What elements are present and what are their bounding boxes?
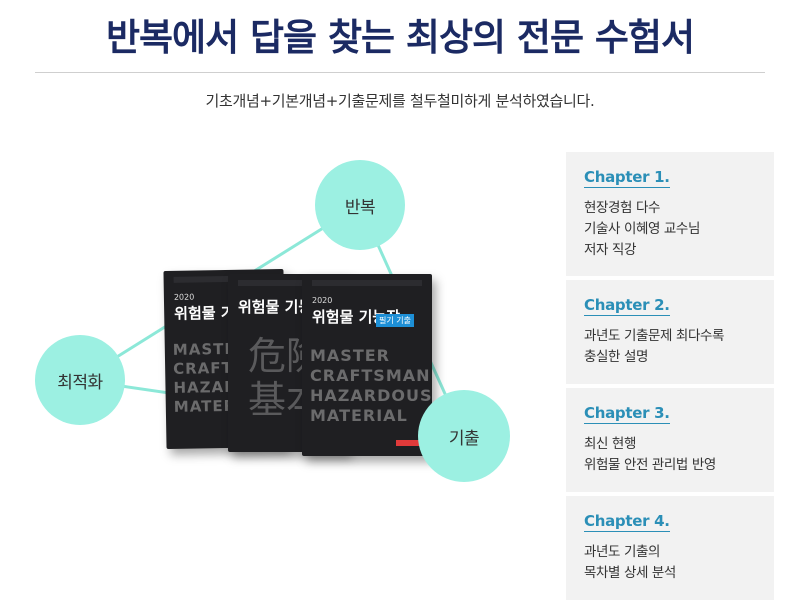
node-optimize-label: 최적화	[57, 372, 103, 393]
chapter-heading: Chapter 4.	[584, 512, 670, 532]
chapter-line: 기술사 이혜영 교수님	[584, 221, 700, 237]
chapter-body: 과년도 기출의 목차별 상세 분석	[584, 542, 756, 584]
page-subline: 기초개념+기본개념+기출문제를 철두철미하게 분석하였습니다.	[205, 92, 595, 110]
chapter-line: 현장경험 다수	[584, 200, 661, 216]
book-ribbon	[312, 280, 422, 286]
chapter-line: 과년도 기출문제 최다수록	[584, 328, 725, 344]
chapter-body: 현장경험 다수 기술사 이혜영 교수님 저자 직강	[584, 198, 756, 261]
chapter-card-2: Chapter 2. 과년도 기출문제 최다수록 충실한 설명	[566, 280, 774, 384]
chapter-line: 저자 직강	[584, 242, 636, 258]
chapter-heading: Chapter 1.	[584, 168, 670, 188]
book-edition: 2020	[173, 292, 195, 302]
page-headline: 반복에서 답을 찾는 최상의 전문 수험서	[105, 16, 695, 59]
node-exam: 기출	[418, 390, 510, 482]
divider	[35, 72, 765, 73]
chapter-card-3: Chapter 3. 최신 현행 위험물 안전 관리법 반영	[566, 388, 774, 492]
book-cover-text-3: HAZARDOUS	[310, 386, 432, 405]
book-cover-text-4: MATERIAL	[310, 406, 408, 425]
node-optimize: 최적화	[35, 335, 125, 425]
chapter-line: 최신 현행	[584, 436, 636, 452]
chapter-heading: Chapter 3.	[584, 404, 670, 424]
chapter-body: 최신 현행 위험물 안전 관리법 반영	[584, 434, 756, 476]
chapter-line: 충실한 설명	[584, 349, 648, 365]
chapter-line: 목차별 상세 분석	[584, 565, 676, 581]
chapter-line: 위험물 안전 관리법 반영	[584, 457, 716, 473]
publisher-badge	[396, 440, 422, 446]
chapter-line: 과년도 기출의	[584, 544, 661, 560]
chapter-body: 과년도 기출문제 최다수록 충실한 설명	[584, 326, 756, 368]
book-ribbon	[238, 280, 338, 286]
book-cover-text-2: CRAFTSMAN	[310, 366, 431, 385]
chapter-card-1: Chapter 1. 현장경험 다수 기술사 이혜영 교수님 저자 직강	[566, 152, 774, 276]
triangle-diagram: 반복 최적화 2020 위험물 기능사 MASTER CRAFTSMAN HAZ…	[0, 140, 560, 614]
book-cover-text-1: MASTER	[310, 346, 390, 365]
node-repeat-label: 반복	[344, 197, 376, 218]
book-edition: 2020	[312, 296, 333, 305]
book-title: 위험물 기능	[238, 298, 313, 316]
node-exam-label: 기출	[448, 428, 480, 449]
chapter-heading: Chapter 2.	[584, 296, 670, 316]
book-tag: 필기 기출	[376, 314, 414, 327]
book-cover-master: 2020 위험물 기능장 필기 기출 MASTER CRAFTSMAN HAZA…	[302, 274, 432, 456]
node-repeat: 반복	[315, 160, 405, 250]
chapter-card-4: Chapter 4. 과년도 기출의 목차별 상세 분석	[566, 496, 774, 600]
